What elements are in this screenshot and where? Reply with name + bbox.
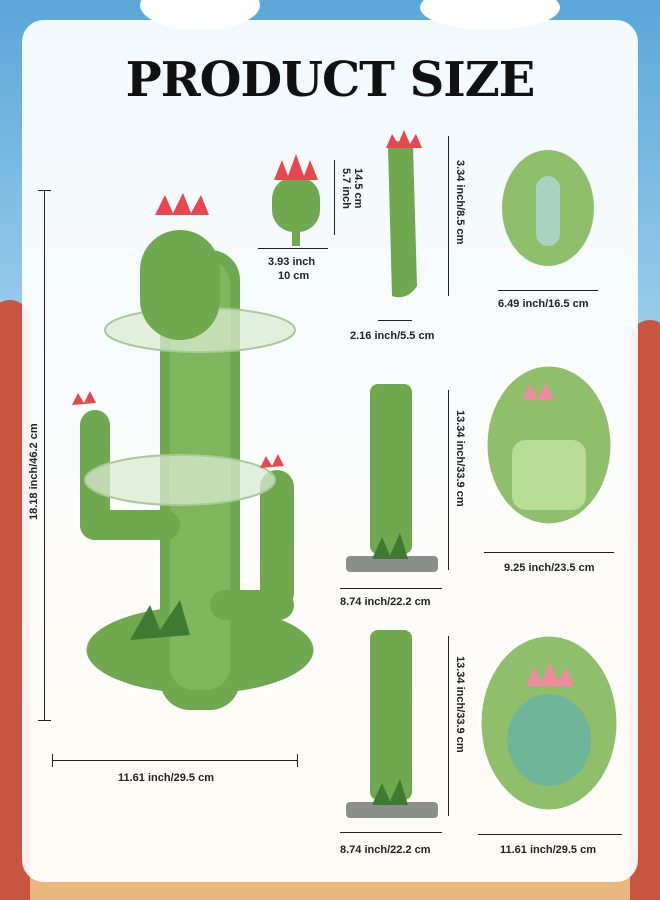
small-top-height-in: 5.7 inch — [340, 168, 352, 209]
main-cactus-stand — [72, 193, 317, 710]
dimension-line — [378, 320, 412, 321]
dimension-line — [334, 160, 335, 235]
dimension-line — [340, 832, 442, 833]
dimension-line — [52, 760, 298, 761]
plate-large-label: 11.61 inch/29.5 cm — [500, 844, 597, 856]
small-top-width-cm: 10 cm — [278, 270, 310, 282]
trunk1-width-label: 8.74 inch/22.2 cm — [340, 596, 431, 608]
dimension-cap — [38, 190, 51, 191]
main-width-label: 11.61 inch/29.5 cm — [118, 772, 215, 784]
trunk-piece-bottom — [346, 630, 438, 818]
plate-medium-label: 9.25 inch/23.5 cm — [504, 562, 595, 574]
trunk2-width-label: 8.74 inch/22.2 cm — [340, 844, 431, 856]
dimension-line — [44, 190, 45, 720]
trunk-piece-top — [346, 384, 438, 572]
plate-large — [478, 633, 620, 813]
dimension-line — [484, 552, 614, 553]
small-top-piece — [272, 154, 320, 246]
page-title: PRODUCT SIZE — [125, 52, 536, 108]
dimension-line — [478, 834, 622, 835]
arm-width-label: 2.16 inch/5.5 cm — [350, 330, 435, 342]
dimension-line — [258, 248, 328, 249]
main-height-label: 18.18 inch/46.2 cm — [28, 423, 40, 520]
dimension-cap — [38, 720, 51, 721]
trunk2-height-label: 13.34 inch/33.9 cm — [454, 656, 466, 753]
arm-height-label: 3.34 inch/8.5 cm — [454, 160, 466, 245]
plate-medium — [484, 363, 614, 527]
dimension-line — [340, 588, 442, 589]
dimension-line — [448, 390, 449, 570]
small-top-width-in: 3.93 inch — [268, 256, 316, 268]
dimension-line — [448, 636, 449, 816]
trunk1-height-label: 13.34 inch/33.9 cm — [454, 410, 466, 507]
plate-small — [502, 150, 594, 266]
dimension-line — [448, 136, 449, 296]
arm-piece — [386, 130, 422, 298]
plate-small-label: 6.49 inch/16.5 cm — [498, 298, 589, 310]
dimension-line — [498, 290, 598, 291]
dimension-cap — [52, 754, 53, 767]
dimension-cap — [297, 754, 298, 767]
small-top-height-cm: 14.5 cm — [352, 168, 364, 209]
